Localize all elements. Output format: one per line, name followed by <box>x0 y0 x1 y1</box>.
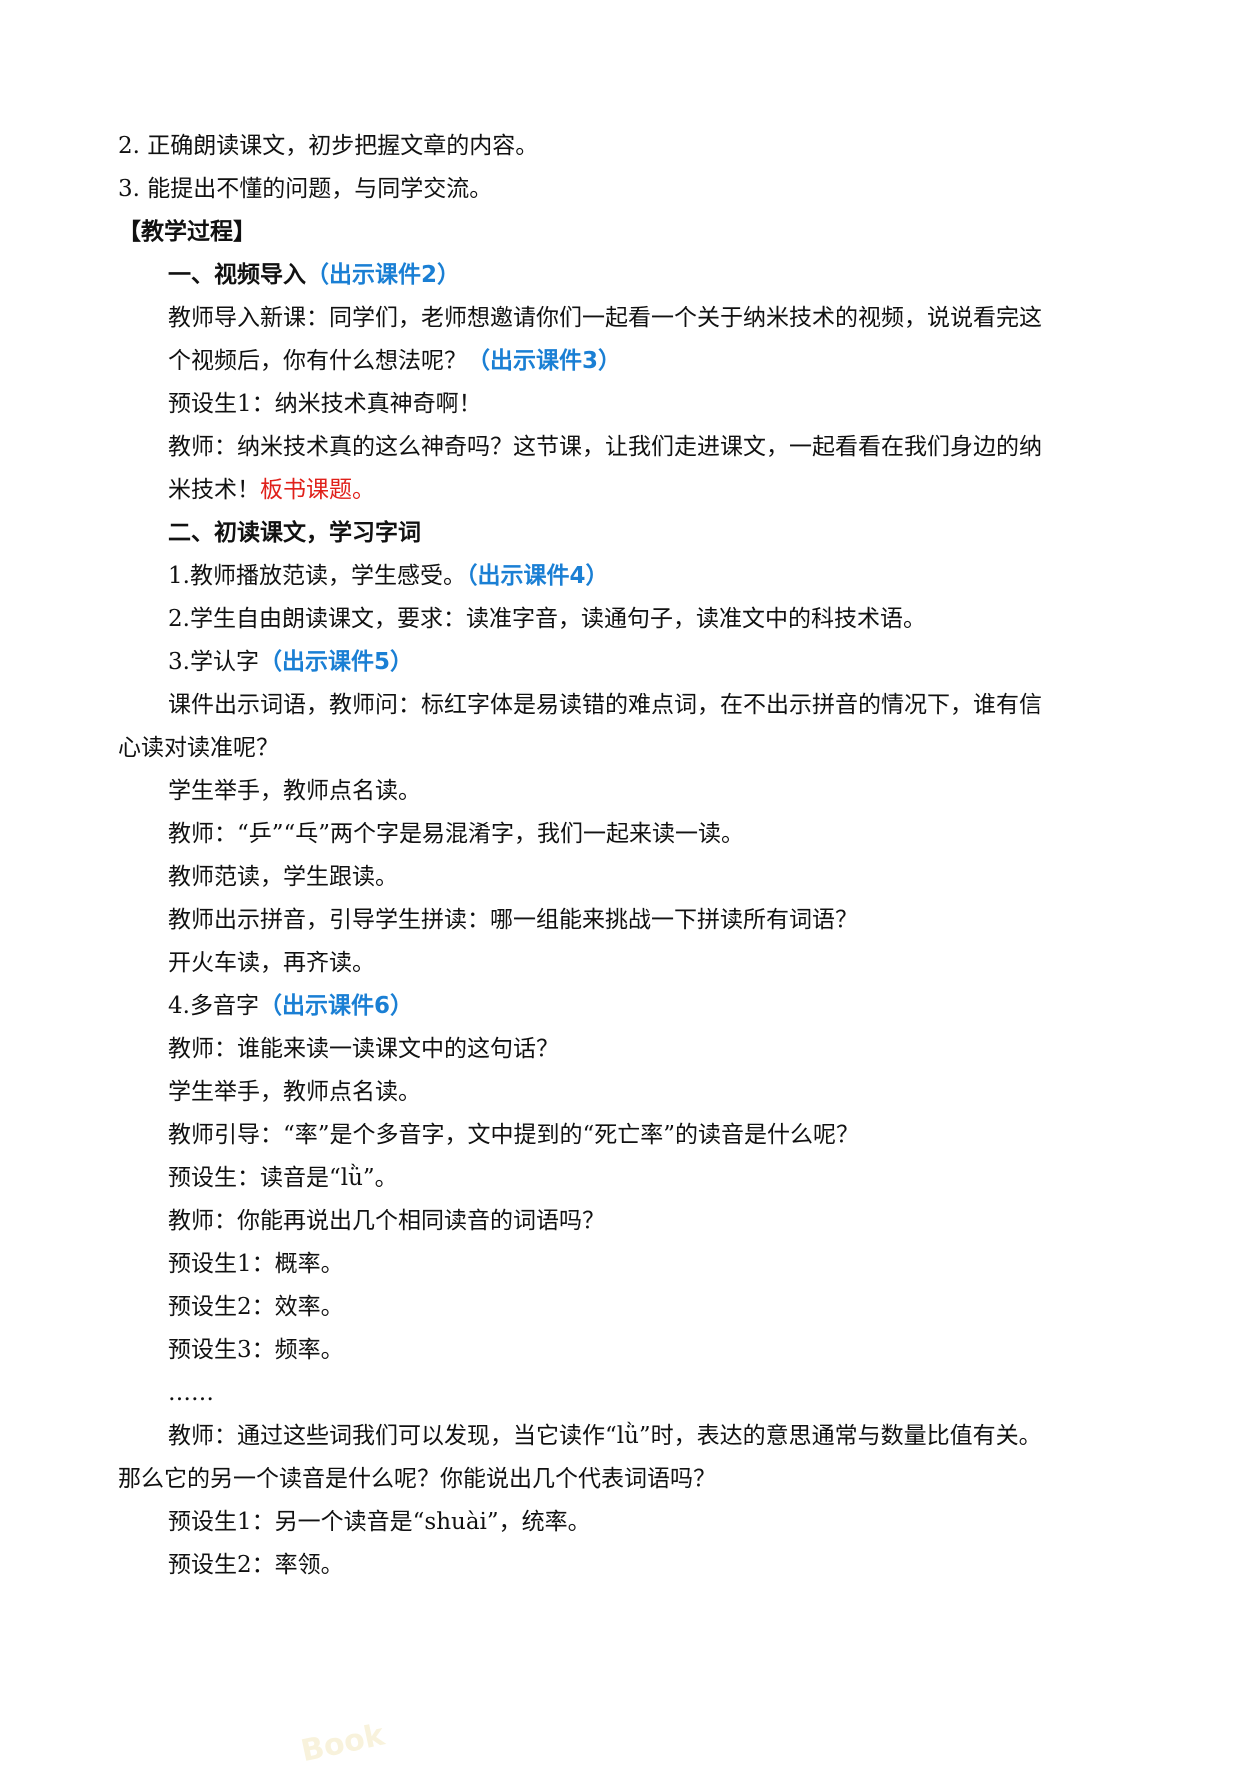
paragraph-text: 1.教师播放范读，学生感受。 <box>168 563 466 589</box>
paragraph-line: 预设生3：频率。 <box>168 1337 344 1363</box>
paragraph-line: 教师：你能再说出几个相同读音的词语吗？ <box>168 1208 605 1234</box>
paragraph-line: 个视频后，你有什么想法呢？（出示课件3） <box>168 345 621 377</box>
paragraph-line: 学生举手，教师点名读。 <box>168 778 421 804</box>
paragraph-line: 教师引导：“率”是个多音字，文中提到的“死亡率”的读音是什么呢？ <box>168 1122 860 1148</box>
courseware-ref: （出示课件6） <box>258 993 413 1019</box>
section-heading: 【教学过程】 <box>118 219 256 245</box>
paragraph-line: 2.学生自由朗读课文，要求：读准字音，读通句子，读准文中的科技术语。 <box>168 606 926 632</box>
paragraph-line: 教师：纳米技术真的这么神奇吗？这节课，让我们走进课文，一起看看在我们身边的纳 <box>168 434 1042 460</box>
paragraph-line: 预设生1：另一个读音是“shuài”，统率。 <box>168 1509 591 1535</box>
part1-heading: 一、视频导入（出示课件2） <box>168 259 460 291</box>
paragraph-line: 预设生2：率领。 <box>168 1552 344 1578</box>
paragraph-line: 那么它的另一个读音是什么呢？你能说出几个代表词语吗？ <box>118 1466 716 1492</box>
paragraph-line: 课件出示词语，教师问：标红字体是易读错的难点词，在不出示拼音的情况下，谁有信 <box>168 692 1042 718</box>
part2-heading: 二、初读课文，学习字词 <box>168 520 421 546</box>
paragraph-line: 心读对读准呢？ <box>118 735 279 761</box>
paragraph-text: 个视频后，你有什么想法呢？ <box>168 348 467 374</box>
paragraph-line: 教师：“乒”“乓”两个字是易混淆字，我们一起来读一读。 <box>168 821 745 847</box>
paragraph-line: 3.学认字（出示课件5） <box>168 646 413 678</box>
paragraph-line: 预设生2：效率。 <box>168 1294 344 1320</box>
paragraph-line: 预设生1：纳米技术真神奇啊！ <box>168 391 482 417</box>
objective-3: 3. 能提出不懂的问题，与同学交流。 <box>118 176 493 202</box>
paragraph-line: 教师：通过这些词我们可以发现，当它读作“lǜ”时，表达的意思通常与数量比值有关。 <box>168 1423 1042 1449</box>
paragraph-line: 开火车读，再齐读。 <box>168 950 375 976</box>
paragraph-line: 4.多音字（出示课件6） <box>168 990 413 1022</box>
paragraph-line: 预设生：读音是“lǜ”。 <box>168 1165 398 1191</box>
paragraph-line: 教师出示拼音，引导学生拼读：哪一组能来挑战一下拼读所有词语？ <box>168 907 858 933</box>
courseware-ref: （出示课件4） <box>465 563 609 589</box>
paragraph-text: 3.学认字 <box>168 649 259 675</box>
courseware-ref: （出示课件3） <box>467 348 622 374</box>
paragraph-line: 米技术！板书课题。 <box>168 474 375 506</box>
paragraph-line: 预设生1：概率。 <box>168 1251 344 1277</box>
part1-heading-text: 一、视频导入 <box>168 262 306 288</box>
courseware-ref: （出示课件5） <box>258 649 413 675</box>
paragraph-line: 教师范读，学生跟读。 <box>168 864 398 890</box>
paragraph-line: 1.教师播放范读，学生感受。（出示课件4） <box>168 560 608 592</box>
board-note: 板书课题。 <box>260 477 375 503</box>
paragraph-line: 教师：谁能来读一读课文中的这句话？ <box>168 1036 559 1062</box>
objective-2: 2. 正确朗读课文，初步把握文章的内容。 <box>118 133 539 159</box>
watermark: Book <box>298 1717 388 1770</box>
paragraph-line: 学生举手，教师点名读。 <box>168 1079 421 1105</box>
paragraph-text: 米技术！ <box>168 477 260 503</box>
paragraph-line: 教师导入新课：同学们，老师想邀请你们一起看一个关于纳米技术的视频，说说看完这 <box>168 305 1042 331</box>
ellipsis: …… <box>168 1380 214 1406</box>
paragraph-text: 4.多音字 <box>168 993 259 1019</box>
courseware-ref: （出示课件2） <box>306 262 461 288</box>
